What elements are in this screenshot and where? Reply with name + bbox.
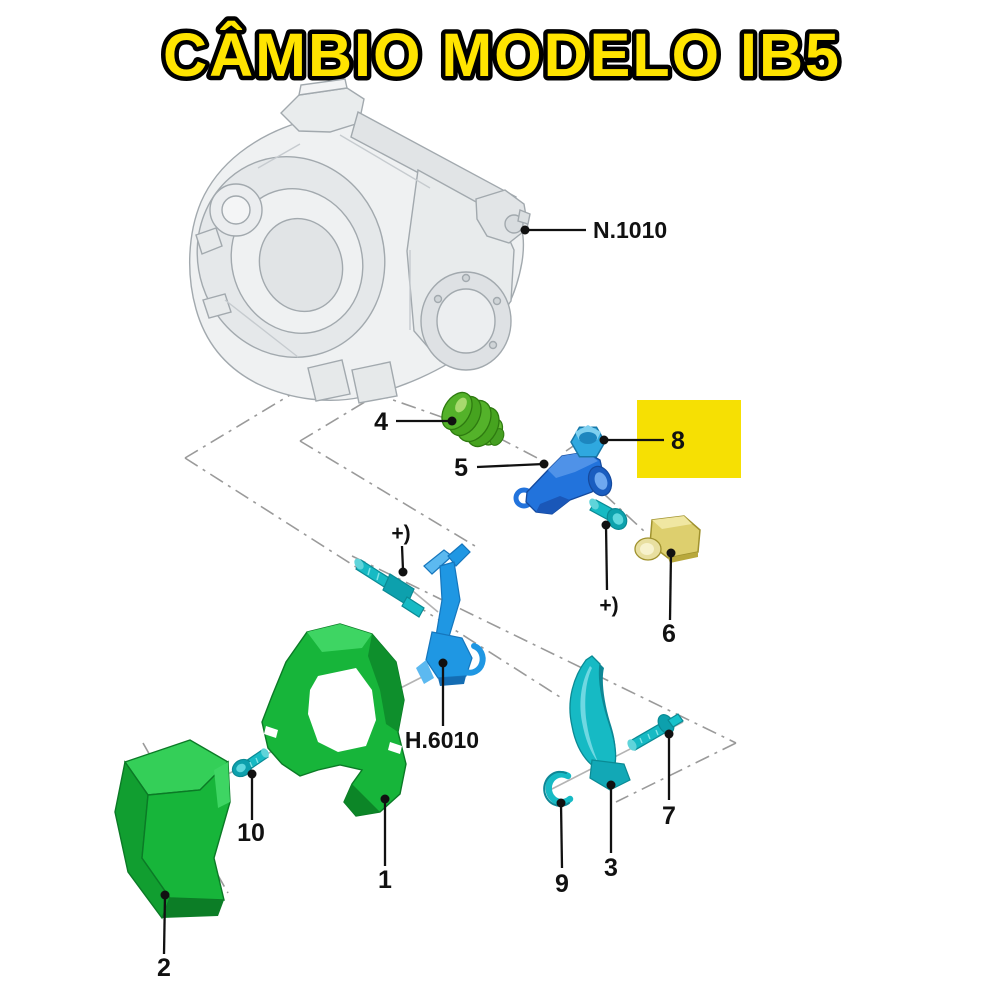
part-7-bolt	[627, 713, 684, 751]
leader-6	[666, 548, 676, 621]
label-n1010: N.1010	[593, 217, 667, 243]
leader-8	[599, 435, 664, 445]
leader-4	[396, 416, 457, 426]
label-6: 6	[662, 620, 676, 648]
page-title: CÂMBIO MODELO IB5	[163, 21, 841, 89]
label-plus-top: +)	[391, 522, 410, 545]
part-4-boot	[441, 391, 505, 448]
leader-7	[664, 729, 674, 800]
pin-bolt-lever	[589, 498, 628, 530]
label-3: 3	[604, 854, 618, 882]
label-2: 2	[157, 954, 171, 982]
gearbox-housing	[189, 78, 531, 404]
part-5-lever	[513, 451, 613, 515]
part-9-clip	[543, 770, 574, 807]
leader-h6010	[438, 658, 448, 726]
leader-n1010	[520, 225, 586, 235]
leader-10	[247, 769, 257, 820]
label-h6010: H.6010	[405, 727, 479, 753]
fork-h6010	[416, 543, 486, 686]
part-10-bolt	[231, 748, 269, 778]
leader-9	[556, 798, 566, 869]
label-4: 4	[374, 408, 388, 436]
part-8-nut	[570, 425, 606, 458]
label-5: 5	[454, 454, 468, 482]
leader-plus-right	[601, 520, 611, 591]
part-6-switch	[634, 515, 701, 563]
label-7: 7	[662, 802, 676, 830]
part-1-bracket	[261, 623, 407, 817]
part-3-lever	[569, 655, 631, 791]
label-plus-right: +)	[599, 594, 618, 617]
selector-shaft	[354, 558, 425, 618]
leader-3	[606, 780, 616, 853]
label-10: 10	[237, 819, 265, 847]
part-2-cover	[114, 739, 231, 920]
leader-plus-top	[398, 545, 408, 577]
label-8: 8	[671, 427, 685, 455]
leader-5	[476, 459, 549, 469]
label-1: 1	[378, 866, 392, 894]
leader-2	[160, 890, 170, 955]
label-9: 9	[555, 870, 569, 898]
leader-1	[380, 794, 390, 866]
